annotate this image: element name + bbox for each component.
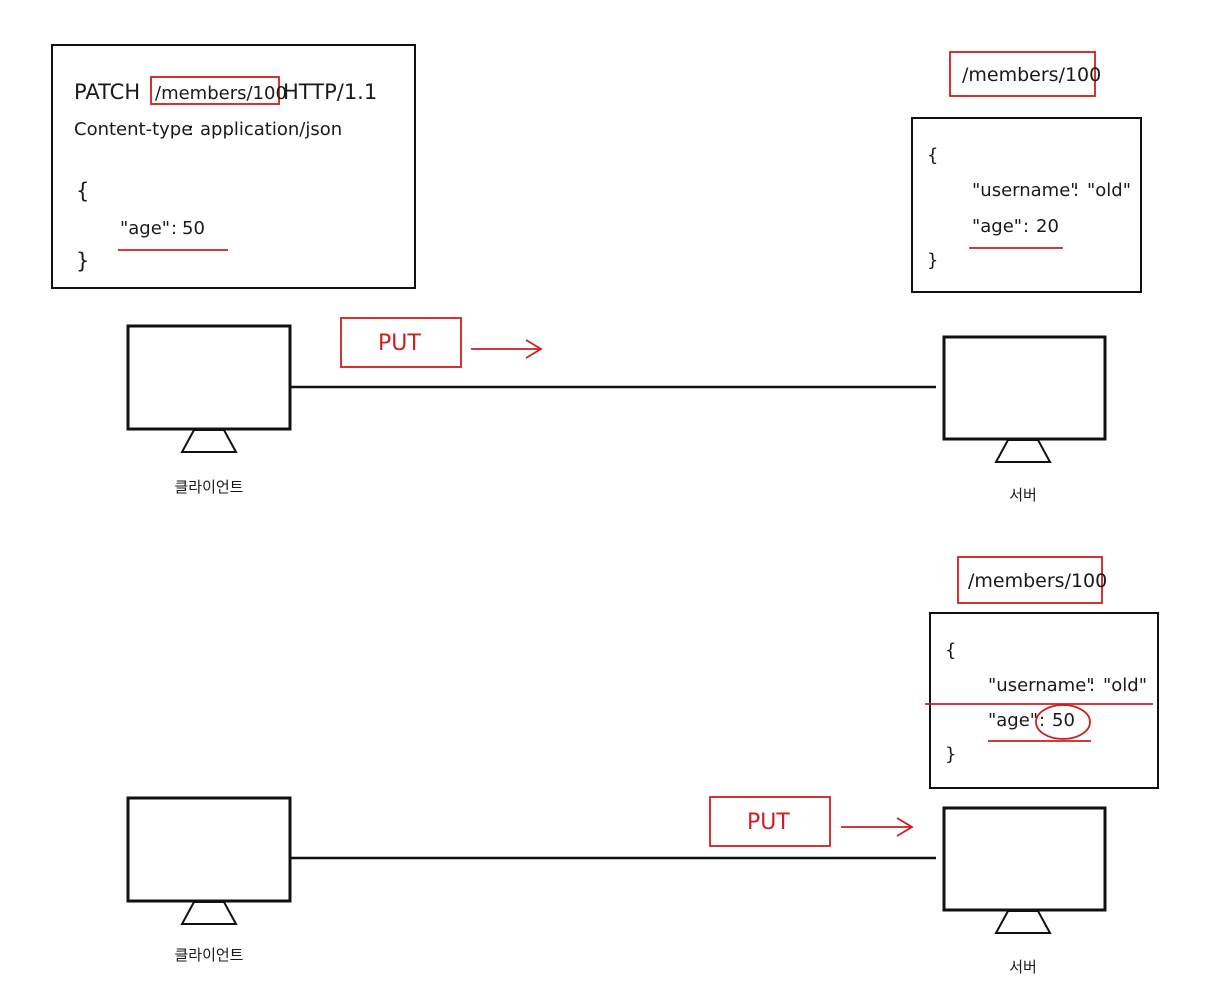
top-server-monitor-icon bbox=[942, 335, 1107, 463]
bottom-resource-close-brace: } bbox=[945, 744, 956, 765]
request-path: /members/100 bbox=[155, 83, 287, 104]
top-resource-colon-2: : bbox=[1023, 216, 1029, 237]
top-resource-age-value: 20 bbox=[1036, 216, 1059, 237]
top-resource-path: /members/100 bbox=[962, 64, 1101, 86]
bottom-scene: /members/100 { "username" : "old" "age" … bbox=[126, 556, 1159, 976]
top-resource-username-value: "old" bbox=[1087, 180, 1131, 201]
request-message-box bbox=[51, 44, 416, 289]
request-body-open-brace: { bbox=[76, 179, 89, 203]
request-method: PATCH bbox=[74, 80, 140, 104]
request-header-value: application/json bbox=[200, 119, 342, 140]
top-resource-open-brace: { bbox=[927, 145, 938, 166]
bottom-method-box bbox=[709, 796, 831, 847]
bottom-resource-open-brace: { bbox=[945, 640, 956, 661]
top-server-label: 서버 bbox=[1009, 486, 1037, 504]
bottom-resource-box bbox=[929, 612, 1159, 789]
bottom-client-monitor-icon bbox=[126, 796, 292, 925]
bottom-resource-age-key: "age" bbox=[988, 710, 1038, 731]
bottom-resource-username-value: "old" bbox=[1103, 675, 1147, 696]
top-client-label: 클라이언트 bbox=[174, 478, 243, 496]
top-method-label: PUT bbox=[378, 331, 421, 356]
top-resource-username-key: "username" bbox=[972, 180, 1079, 201]
top-resource-box bbox=[911, 117, 1142, 293]
bottom-arrow-icon bbox=[841, 817, 914, 837]
bottom-resource-colon-1: : bbox=[1089, 675, 1095, 696]
bottom-method-label: PUT bbox=[747, 810, 790, 835]
top-method-box bbox=[340, 317, 462, 368]
request-header-name: Content-type bbox=[74, 119, 192, 140]
bottom-resource-username-key: "username" bbox=[988, 675, 1095, 696]
request-protocol: HTTP/1.1 bbox=[283, 80, 377, 104]
bottom-resource-age-value-circle bbox=[1035, 704, 1091, 740]
top-resource-close-brace: } bbox=[927, 250, 938, 271]
bottom-resource-colon-2: : bbox=[1039, 710, 1045, 731]
bottom-resource-path-box bbox=[957, 556, 1103, 604]
request-body-age-key: "age" bbox=[120, 218, 170, 239]
top-arrow-icon bbox=[471, 339, 543, 359]
top-resource-colon-1: : bbox=[1073, 180, 1079, 201]
request-body-age-value: 50 bbox=[182, 218, 205, 239]
request-body-close-brace: } bbox=[76, 249, 89, 273]
request-header-colon: : bbox=[188, 119, 194, 140]
bottom-resource-age-value: 50 bbox=[1052, 710, 1075, 731]
bottom-client-label: 클라이언트 bbox=[174, 946, 243, 964]
top-resource-age-key: "age" bbox=[972, 216, 1022, 237]
top-resource-path-box bbox=[949, 51, 1096, 97]
bottom-resource-path: /members/100 bbox=[968, 570, 1107, 592]
top-scene: /members/100 { "username" : "old" "age" … bbox=[126, 51, 1142, 504]
request-body-colon: : bbox=[171, 218, 177, 239]
request-message: PATCH /members/100 HTTP/1.1 Content-type… bbox=[51, 44, 416, 289]
bottom-server-monitor-icon bbox=[942, 806, 1107, 934]
request-path-highlight bbox=[150, 76, 280, 105]
top-client-monitor-icon bbox=[126, 324, 292, 453]
bottom-server-label: 서버 bbox=[1009, 958, 1037, 976]
